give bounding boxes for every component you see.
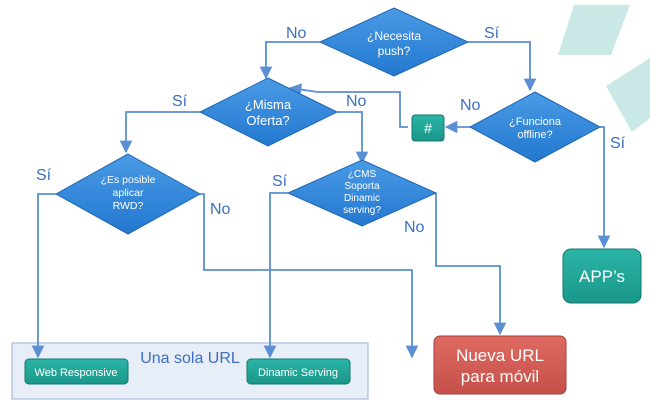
label-rwd-no: No <box>210 201 231 218</box>
decision-oferta-line-2: Oferta? <box>246 113 289 128</box>
decision-rwd-line-1: ¿Es posible <box>101 174 156 186</box>
decision-rwd-line-3: RWD? <box>113 200 144 212</box>
connector-offline-si <box>597 126 611 249</box>
decision-rwd: ¿Es posible aplicar RWD? <box>54 153 202 235</box>
connector-push-si <box>468 41 537 92</box>
connectors <box>31 41 611 359</box>
decision-cms-line-3: Dinamic <box>344 193 380 204</box>
label-oferta-si: Sí <box>172 93 188 110</box>
decision-offline-line-1: ¿Funciona <box>509 116 562 128</box>
decision-push-line-2: push? <box>378 44 411 58</box>
decision-cms: ¿CMS Soporta Dinamic serving? <box>286 159 438 227</box>
label-offline-si: Sí <box>610 135 626 152</box>
connector-oferta-no <box>337 111 369 165</box>
label-cms-no: No <box>404 219 425 236</box>
decision-oferta: ¿Misma Oferta? <box>198 77 339 147</box>
connector-hash-to-oferta <box>288 83 408 128</box>
label-rwd-si: Sí <box>36 167 52 184</box>
outcome-web-responsive-label: Web Responsive <box>35 367 118 379</box>
decision-push-line-1: ¿Necesita <box>367 29 421 43</box>
outcome-nueva-url-line-1: Nueva URL <box>456 346 544 365</box>
outcome-nueva-url: Nueva URL para móvil <box>433 335 567 395</box>
decision-offline: ¿Funciona offline? <box>468 91 602 163</box>
hash-box-label: # <box>424 120 432 136</box>
decision-cms-line-1: ¿CMS <box>348 169 377 180</box>
single-url-group-title: Una sola URL <box>140 350 240 367</box>
connector-push-no <box>259 41 320 80</box>
label-push-si: Sí <box>484 25 500 42</box>
outcome-nueva-url-line-2: para móvil <box>461 367 539 386</box>
connector-rwd-si <box>31 193 56 359</box>
decision-cms-line-4: serving? <box>343 205 381 216</box>
decision-oferta-line-1: ¿Misma <box>245 97 292 112</box>
connector-cms-si <box>263 192 288 359</box>
label-oferta-no: No <box>346 93 367 110</box>
label-offline-no: No <box>460 97 481 114</box>
outcome-dinamic-serving-label: Dinamic Serving <box>258 367 338 379</box>
outcome-apps-label: APP’s <box>579 267 625 286</box>
outcome-web-responsive: Web Responsive <box>24 358 129 385</box>
decision-push: ¿Necesita push? <box>318 7 470 77</box>
hash-box: # <box>411 114 445 142</box>
connector-rwd-no <box>200 193 419 359</box>
decorative-shape-top <box>558 5 630 55</box>
decision-offline-line-2: offline? <box>517 129 552 141</box>
decision-cms-line-2: Soporta <box>344 181 379 192</box>
label-push-no: No <box>286 25 307 42</box>
outcome-dinamic-serving: Dinamic Serving <box>246 358 351 385</box>
connector-cms-no <box>435 193 507 336</box>
decorative-shape-right <box>606 58 650 132</box>
connector-oferta-si <box>119 111 200 154</box>
outcome-apps: APP’s <box>562 248 642 304</box>
decision-rwd-line-2: aplicar <box>113 187 144 199</box>
label-cms-si: Sí <box>272 173 288 190</box>
